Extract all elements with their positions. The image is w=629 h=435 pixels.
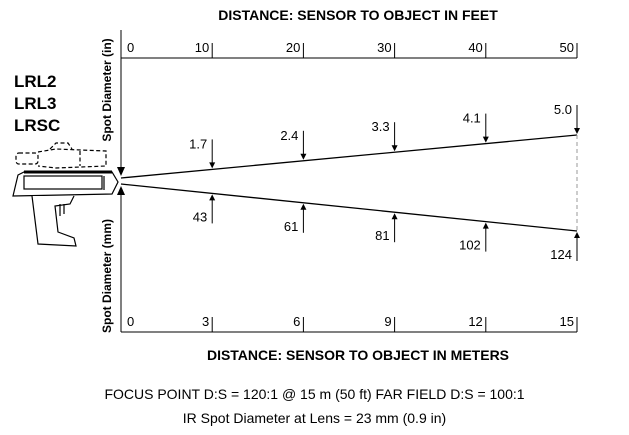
spot-in-arrowhead	[391, 145, 398, 152]
meter-tick-label: 9	[384, 314, 391, 329]
meter-tick-label: 3	[202, 314, 209, 329]
feet-tick-label: 50	[560, 40, 574, 55]
spot-in-value: 4.1	[463, 111, 481, 126]
spot-in-value: 3.3	[372, 119, 390, 134]
spot-mm-value: 61	[284, 219, 298, 234]
beam-lower-edge	[120, 183, 578, 232]
spot-mm-arrowhead	[209, 194, 216, 201]
spot-mm-value: 81	[375, 228, 389, 243]
meter-tick-label: 15	[560, 314, 574, 329]
feet-tick-label: 30	[377, 40, 391, 55]
upper-axis-label: Spot Diameter (in)	[100, 38, 114, 141]
spot-in-arrowhead	[300, 153, 307, 160]
spot-mm-value: 102	[459, 238, 481, 253]
spot-in-value: 1.7	[189, 136, 207, 151]
focus-point-spec: FOCUS POINT D:S = 120:1 @ 15 m (50 ft) F…	[104, 386, 525, 402]
spot-mm-arrowhead	[482, 222, 489, 229]
spot-in-value: 5.0	[554, 102, 572, 117]
meter-tick-label: 6	[293, 314, 300, 329]
feet-tick-label: 20	[286, 40, 300, 55]
feet-tick-label: 40	[468, 40, 482, 55]
lower-axis-label: Spot Diameter (mm)	[100, 219, 114, 333]
feet-axis-title: DISTANCE: SENSOR TO OBJECT IN FEET	[218, 7, 498, 23]
spot-mm-value: 43	[193, 209, 207, 224]
spot-mm-arrowhead	[300, 203, 307, 210]
sensor-gun-icon	[12, 142, 119, 247]
spot-mm-arrowhead	[574, 232, 580, 238]
model-name-lrl3: LRL3	[14, 94, 57, 113]
meter-tick-label: 12	[468, 314, 482, 329]
model-name-lrsc: LRSC	[14, 116, 60, 135]
spot-mm-value: 124	[550, 247, 572, 262]
feet-tick-label: 0	[127, 40, 134, 55]
lens-spot-spec: IR Spot Diameter at Lens = 23 mm (0.9 in…	[182, 410, 447, 426]
spot-in-value: 2.4	[280, 128, 298, 143]
spot-in-arrowhead	[209, 162, 216, 169]
meters-axis-title: DISTANCE: SENSOR TO OBJECT IN METERS	[207, 347, 509, 363]
feet-tick-label: 10	[195, 40, 209, 55]
beam-upper-edge	[120, 134, 578, 179]
spot-in-arrowhead	[574, 128, 580, 134]
model-name-lrl2: LRL2	[14, 72, 57, 91]
meter-tick-label: 0	[127, 314, 134, 329]
spot-mm-arrowhead	[391, 213, 398, 220]
spot-in-arrowhead	[482, 136, 489, 143]
